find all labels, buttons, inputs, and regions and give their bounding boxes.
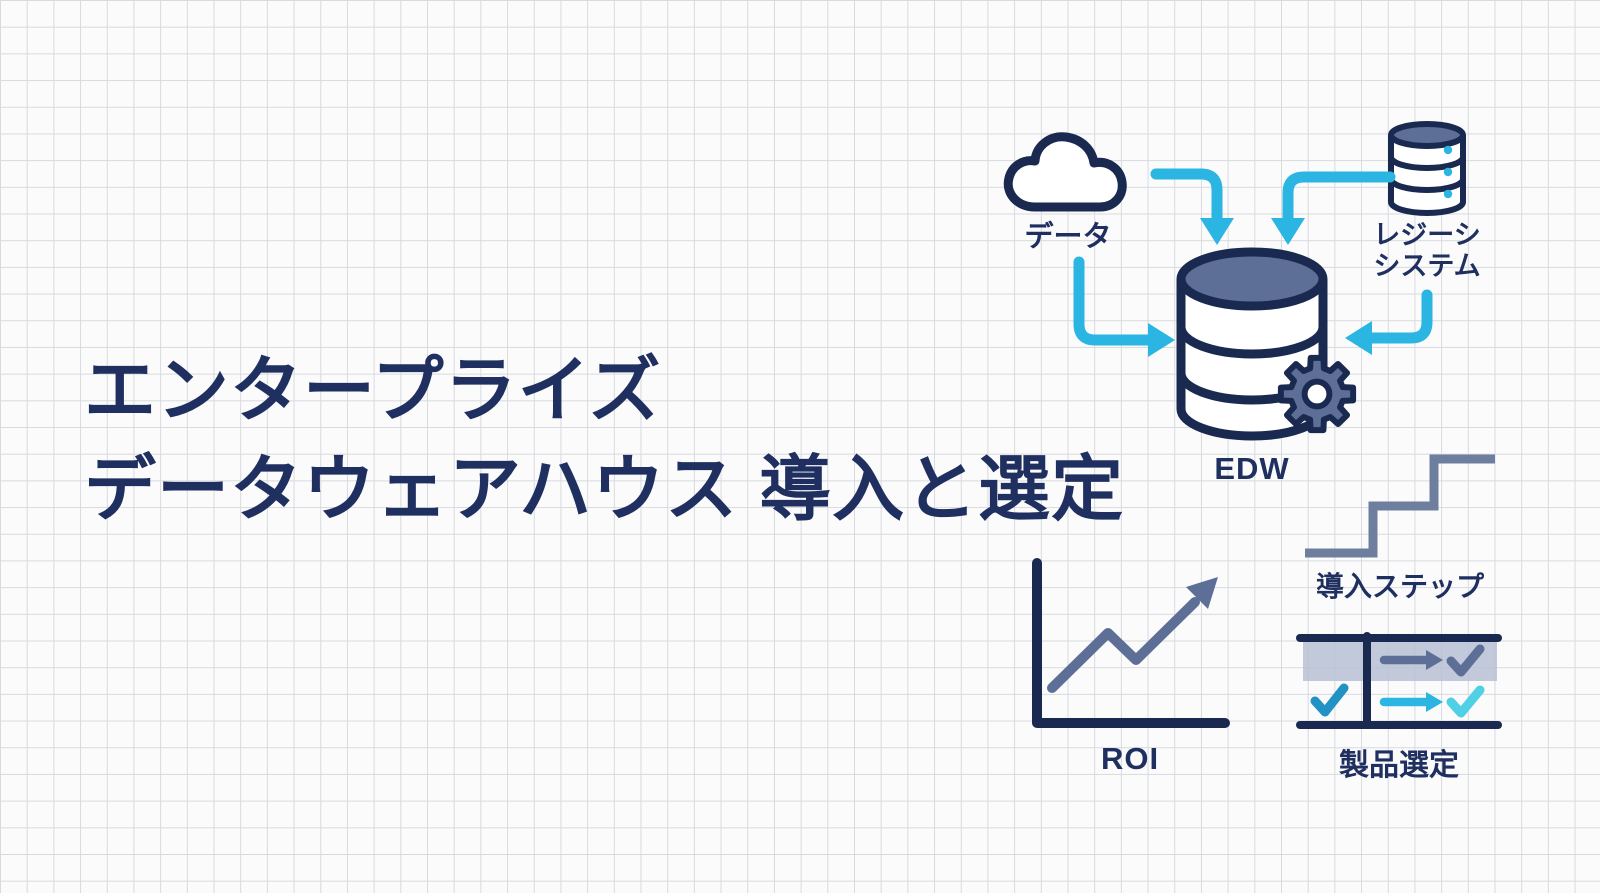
cylinder-top bbox=[1176, 247, 1328, 311]
check-icon bbox=[1446, 644, 1485, 677]
stack-divider bbox=[1388, 156, 1466, 171]
cloud-outline bbox=[1003, 132, 1127, 212]
selection-label: 製品選定 bbox=[1339, 749, 1459, 782]
stack-divider bbox=[1388, 178, 1466, 193]
legacy-system-label: レジーシ システム bbox=[1347, 220, 1507, 282]
flow-arrow-cloud-to-edw-top bbox=[1150, 168, 1223, 226]
gear-icon bbox=[1277, 354, 1357, 434]
flow-arrow-legacy-to-edw-right bbox=[1366, 289, 1433, 344]
chart-axes bbox=[1032, 558, 1230, 728]
database-cylinder-icon bbox=[1176, 247, 1328, 441]
check-icon bbox=[1310, 683, 1349, 717]
stack-top bbox=[1388, 121, 1466, 149]
indicator-dot bbox=[1443, 167, 1453, 177]
arrowhead-down-icon bbox=[1271, 218, 1305, 245]
check-icon bbox=[1446, 685, 1485, 718]
arrowhead-right-icon bbox=[1426, 650, 1443, 670]
indicator-dot bbox=[1443, 189, 1453, 199]
roi-growth-chart-icon bbox=[1032, 558, 1230, 728]
arrowhead-right-icon bbox=[1426, 692, 1443, 712]
flow-arrows bbox=[1073, 168, 1433, 357]
title-block: エンタープライズ データウェアハウス 導入と選定 bbox=[84, 342, 1124, 540]
comparison-table-icon bbox=[1296, 632, 1502, 729]
legacy-label-line-2: システム bbox=[1373, 251, 1481, 281]
gear-hole bbox=[1301, 378, 1333, 410]
trend-arrowhead-icon bbox=[1186, 577, 1218, 609]
trend-line bbox=[1047, 597, 1200, 693]
flow-arrow-data-to-edw-left bbox=[1073, 256, 1154, 346]
arrowhead-down-icon bbox=[1200, 218, 1234, 245]
cylinder-divider bbox=[1176, 326, 1328, 359]
title-line-2: データウェアハウス 導入と選定 bbox=[84, 450, 1125, 530]
database-stack-icon bbox=[1388, 121, 1466, 216]
cloud-icon bbox=[1003, 132, 1127, 212]
steps-label: 導入ステップ bbox=[1315, 571, 1484, 602]
arrowhead-left-icon bbox=[1345, 321, 1372, 355]
stairs-path bbox=[1305, 454, 1495, 558]
flow-arrow-legacy-to-edw-top bbox=[1282, 171, 1396, 226]
indicator-dot bbox=[1443, 145, 1453, 155]
arrowhead-right-icon bbox=[1148, 323, 1175, 357]
legacy-label-line-1: レジーシ bbox=[1373, 220, 1481, 250]
title-line-1: エンタープライズ bbox=[84, 351, 662, 431]
roi-label: ROI bbox=[1100, 741, 1160, 776]
edw-label: EDW bbox=[1214, 451, 1290, 486]
stairs-icon bbox=[1305, 454, 1495, 558]
cloud-label: データ bbox=[1024, 221, 1112, 253]
